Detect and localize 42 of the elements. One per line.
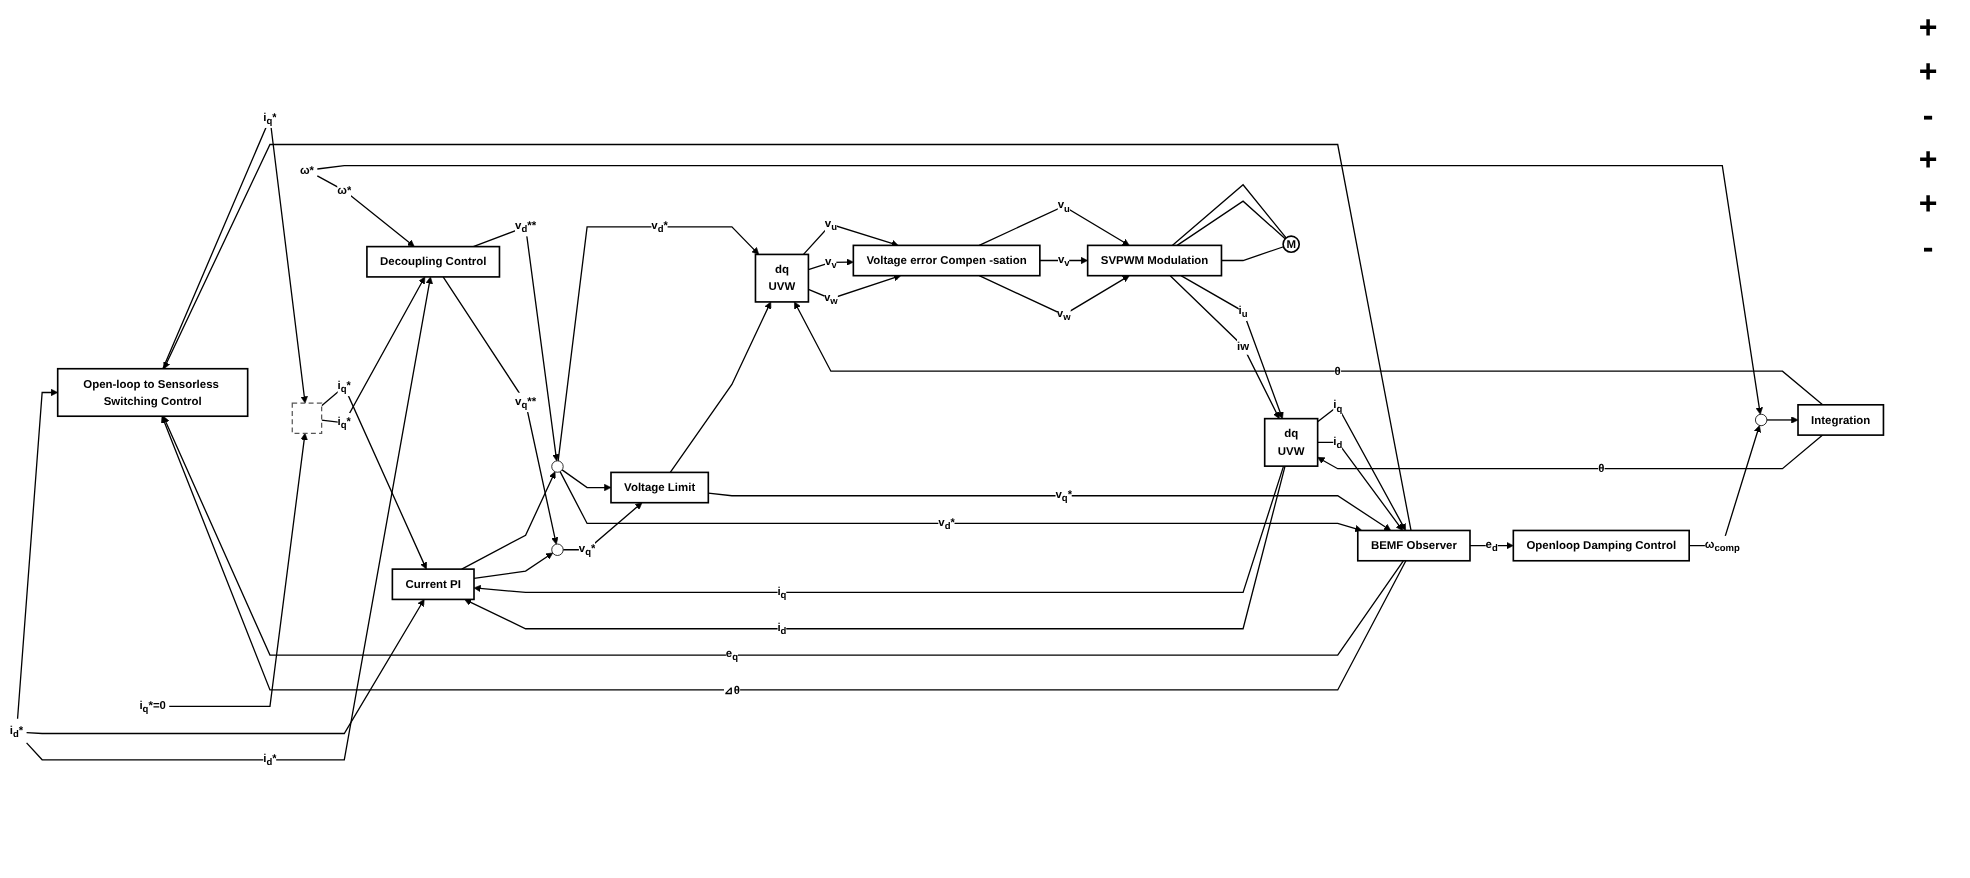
arrow: [472, 225, 560, 462]
arrow: [461, 471, 556, 570]
arrow: [707, 492, 1392, 531]
arrow: [669, 301, 772, 474]
junction-sign: +: [1918, 12, 1938, 48]
arrow: [794, 301, 1824, 406]
arrow: [321, 276, 426, 424]
junction-sign: -: [1922, 232, 1934, 268]
arrow: [978, 275, 1130, 316]
arrow: [473, 552, 554, 580]
arrow: [442, 276, 559, 545]
arrow: [562, 502, 643, 551]
connector: [1171, 183, 1287, 247]
arrow: [1766, 416, 1799, 424]
arrow: [978, 205, 1130, 247]
connector: [1176, 200, 1286, 247]
arrow: [168, 433, 308, 707]
arrow: [802, 223, 899, 256]
arrow: [16, 388, 59, 720]
arrow: [1688, 425, 1761, 547]
junction-sign: +: [1918, 188, 1938, 224]
junction-sign: +: [1918, 56, 1938, 92]
arrow: [316, 164, 1763, 415]
node-box: [291, 402, 323, 434]
arrow: [1317, 434, 1824, 470]
arrow: [557, 226, 760, 462]
node-circle: [1755, 413, 1768, 427]
arrow: [25, 276, 433, 761]
node-circle: [551, 543, 564, 556]
arrow: [1317, 405, 1406, 531]
junction-sign: -: [1922, 100, 1934, 136]
connector: [1220, 246, 1285, 262]
arrow: [1317, 441, 1404, 531]
arrow: [464, 465, 1286, 630]
arrow: [25, 599, 425, 735]
arrow: [316, 175, 415, 247]
arrow: [561, 469, 612, 492]
node-circle: [551, 460, 564, 473]
arrow: [807, 274, 901, 300]
junction-sign: +: [1918, 144, 1938, 180]
arrow: [163, 143, 1412, 532]
arrow: [473, 465, 1285, 594]
